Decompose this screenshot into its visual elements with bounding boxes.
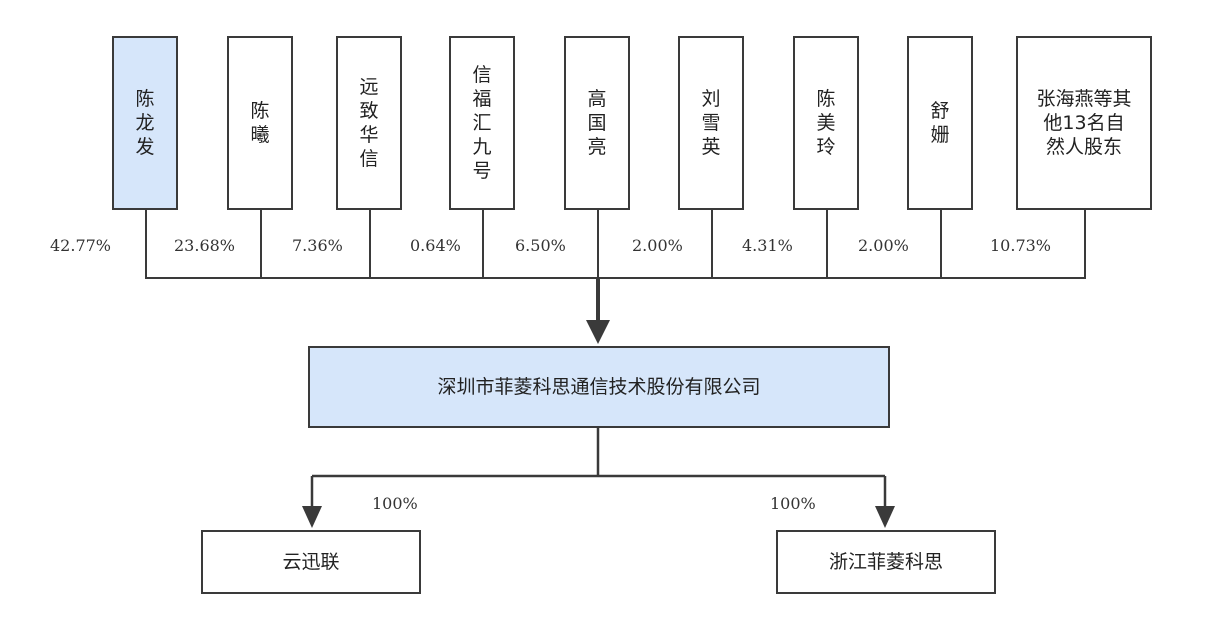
shareholder-box-chen-meiling: 陈美玲 <box>793 36 859 210</box>
sub-arrow-right <box>875 506 895 528</box>
pct-label: 2.00% <box>632 236 683 255</box>
shareholder-name: 远致华信 <box>359 76 379 170</box>
pct-label: 6.50% <box>515 236 566 255</box>
pct-label: 0.64% <box>410 236 461 255</box>
sub-pct-label: 100% <box>770 494 816 513</box>
shareholder-name: 张海燕等其他13名自然人股东 <box>1036 88 1132 158</box>
shareholder-name: 陈美玲 <box>816 88 836 158</box>
shareholder-name: 舒姗 <box>930 100 950 146</box>
shareholder-box-other-13: 张海燕等其他13名自然人股东 <box>1016 36 1152 210</box>
pct-label: 42.77% <box>50 236 112 255</box>
shareholder-box-yuanzhi-huaxin: 远致华信 <box>336 36 402 210</box>
company-name: 深圳市菲菱科思通信技术股份有限公司 <box>437 376 761 398</box>
shareholder-box-chen-longfa: 陈龙发 <box>112 36 178 210</box>
subsidiary-box-zhejiang: 浙江菲菱科思 <box>776 530 996 594</box>
subsidiary-name: 云迅联 <box>282 551 340 573</box>
shareholder-name: 陈龙发 <box>135 88 155 158</box>
pct-label: 4.31% <box>742 236 793 255</box>
pct-label: 23.68% <box>174 236 236 255</box>
shareholder-box-shu-shan: 舒姗 <box>907 36 973 210</box>
shareholder-box-gao-guoliang: 高国亮 <box>564 36 630 210</box>
shareholder-box-chen-xi: 陈曦 <box>227 36 293 210</box>
sub-arrow-left <box>302 506 322 528</box>
subsidiary-name: 浙江菲菱科思 <box>828 551 943 573</box>
sub-pct-label: 100% <box>372 494 418 513</box>
shareholder-name: 高国亮 <box>587 88 607 158</box>
pct-label: 7.36% <box>292 236 343 255</box>
pct-label: 10.73% <box>990 236 1052 255</box>
shareholder-box-xinfu-huijiuhao: 信福汇九号 <box>449 36 515 210</box>
pct-label: 2.00% <box>858 236 909 255</box>
company-box: 深圳市菲菱科思通信技术股份有限公司 <box>308 346 890 428</box>
shareholder-name: 信福汇九号 <box>472 64 492 182</box>
shareholder-box-liu-xueying: 刘雪英 <box>678 36 744 210</box>
shareholder-name: 陈曦 <box>250 100 270 146</box>
shareholder-name: 刘雪英 <box>701 88 721 158</box>
main-arrow-head <box>586 320 610 344</box>
subsidiary-box-yunxunlian: 云迅联 <box>201 530 421 594</box>
